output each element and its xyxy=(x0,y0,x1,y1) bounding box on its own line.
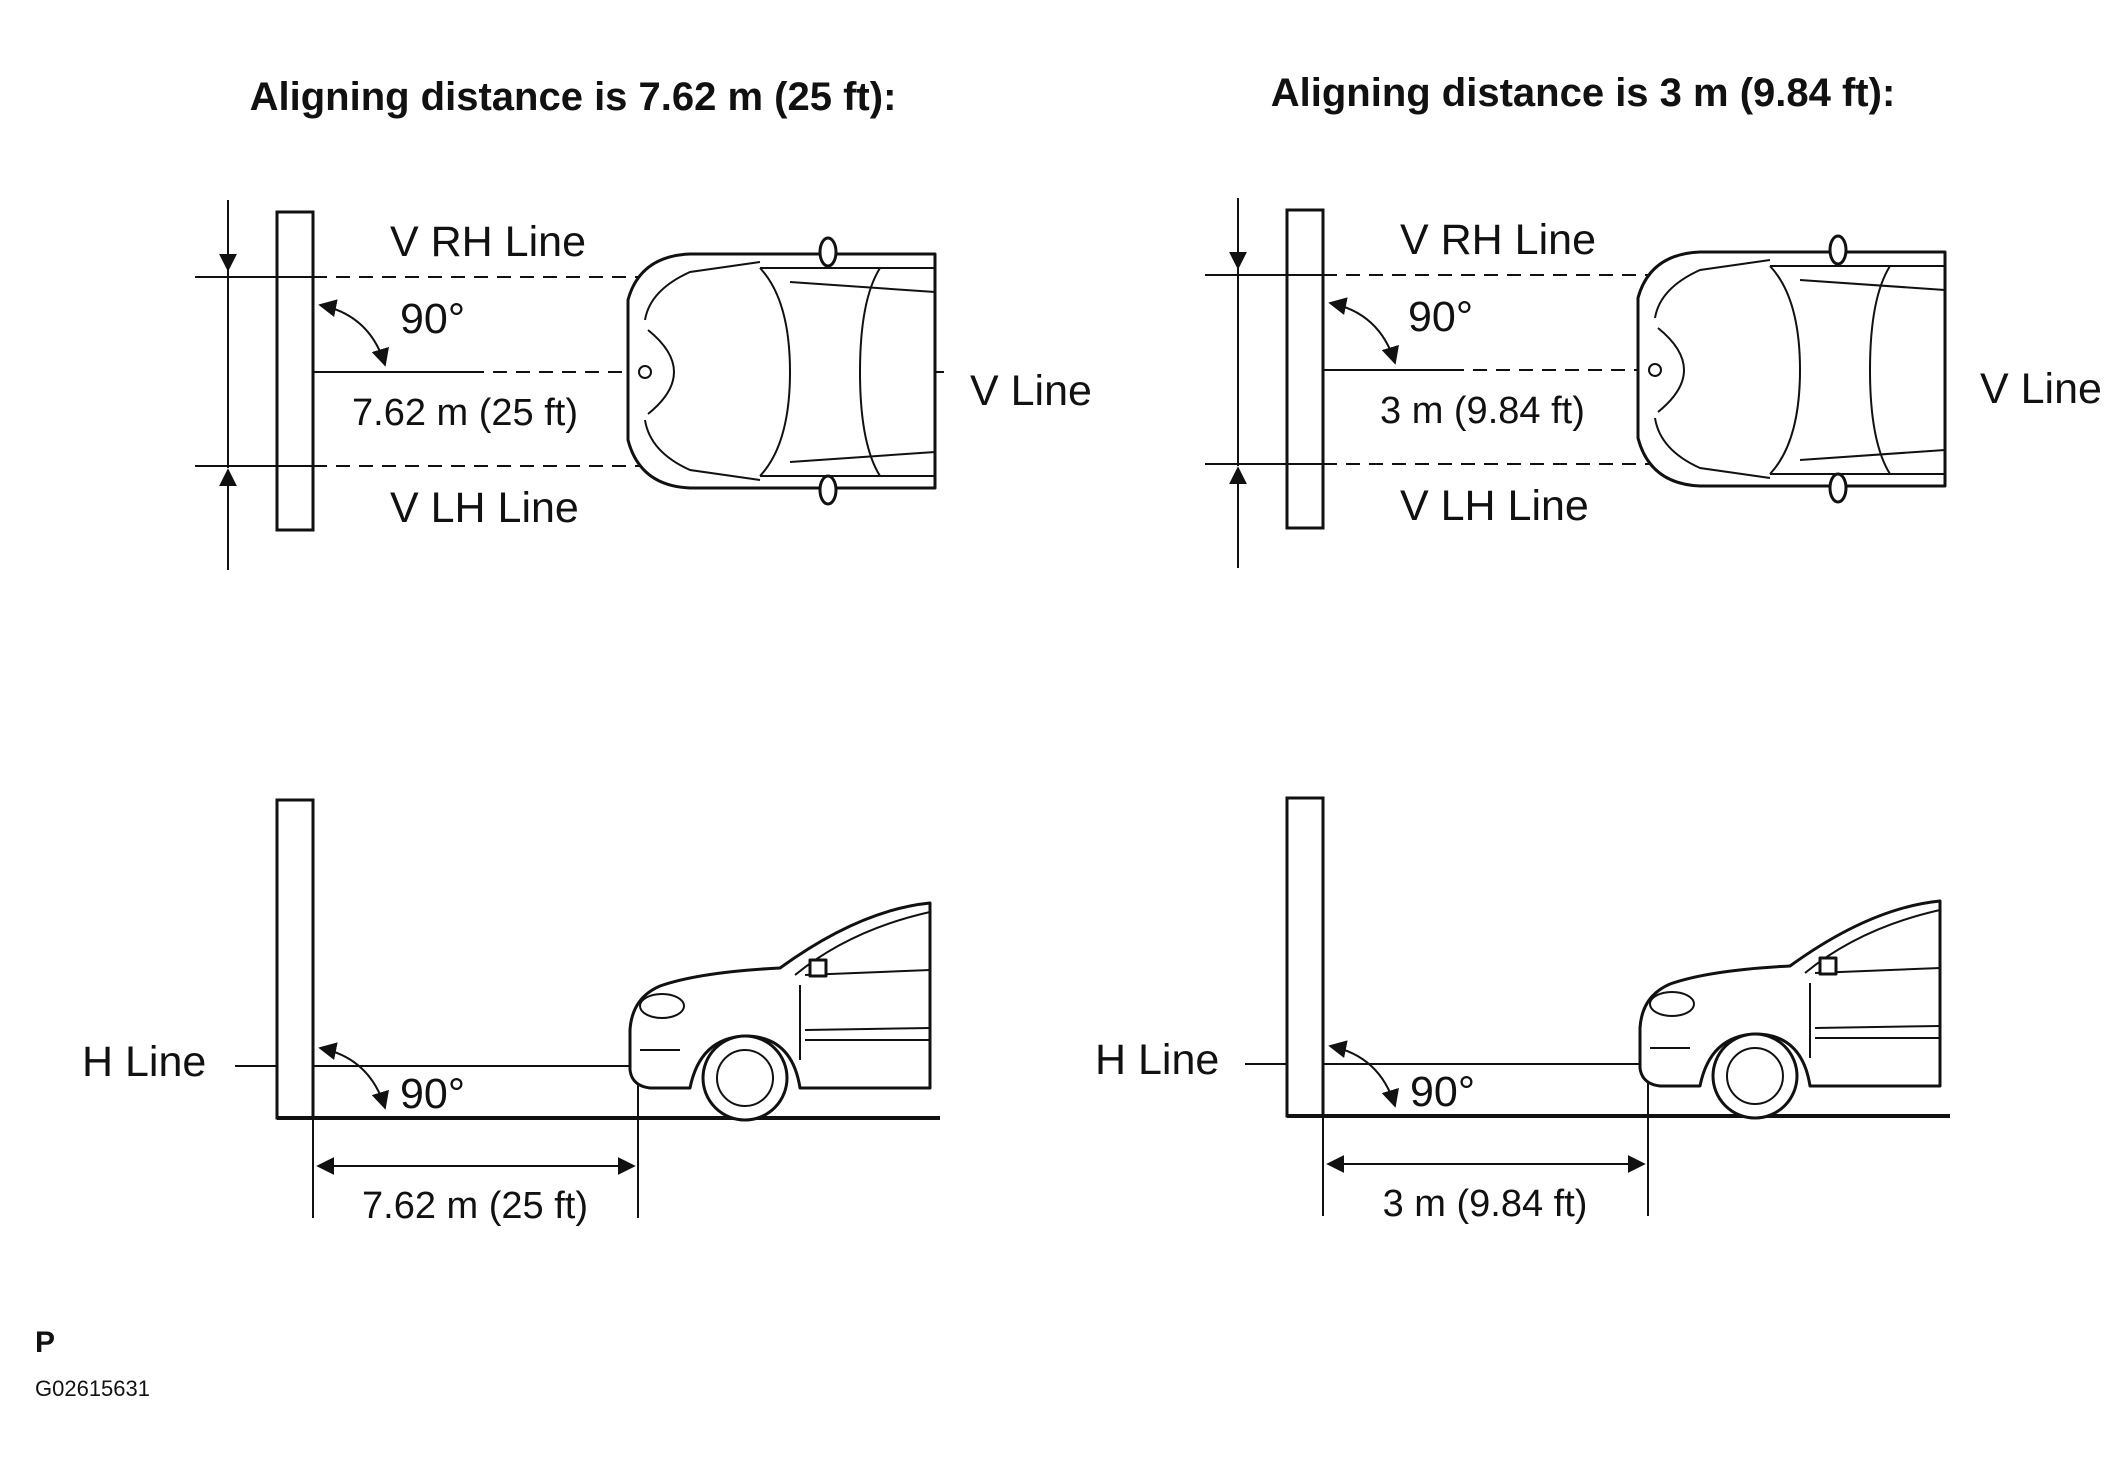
screen-wall-side-right xyxy=(1285,796,1325,1118)
angle-top-label-right: 90° xyxy=(1408,293,1473,341)
screen-wall-top-left xyxy=(275,210,315,532)
distance-bottom-label-right: 3 m (9.84 ft) xyxy=(1383,1183,1588,1225)
panel-right-title: Aligning distance is 3 m (9.84 ft): xyxy=(1271,71,1896,115)
angle-arrow-top-left xyxy=(318,299,389,367)
angle-arrow-top-right xyxy=(1328,297,1399,365)
angle-bottom-label-right: 90° xyxy=(1410,1068,1475,1116)
angle-arrow-bottom-right xyxy=(1328,1040,1399,1108)
angle-arrow-bottom-left xyxy=(318,1042,389,1110)
distance-top-label-left: 7.62 m (25 ft) xyxy=(352,392,578,434)
v-lh-line-label-right: V LH Line xyxy=(1400,482,1589,530)
panel-left: Aligning distance is 7.62 m (25 ft): xyxy=(82,75,1092,1227)
h-line-label-right: H Line xyxy=(1095,1036,1219,1084)
v-lh-line-label-left: V LH Line xyxy=(390,484,579,532)
panel-right: Aligning distance is 3 m (9.84 ft): xyxy=(1095,71,2102,1225)
v-rh-line-label-left: V RH Line xyxy=(390,218,586,266)
top-view-right: V RH Line 90° 3 m (9.84 ft) V LH Line V … xyxy=(1205,198,2102,568)
distance-top-label-right: 3 m (9.84 ft) xyxy=(1380,390,1585,432)
figure-code: G02615631 xyxy=(35,1376,150,1401)
angle-top-label-left: 90° xyxy=(400,295,465,343)
h-line-label-left: H Line xyxy=(82,1038,206,1086)
screen-wall-top-right xyxy=(1285,208,1325,530)
side-view-left: H Line 90° 7.62 m (25 ft) xyxy=(82,798,940,1227)
screen-wall-side-left xyxy=(275,798,315,1120)
v-rh-line-label-right: V RH Line xyxy=(1400,216,1596,264)
side-view-right: H Line 90° 3 m (9.84 ft) xyxy=(1095,796,1950,1225)
angle-bottom-label-left: 90° xyxy=(400,1070,465,1118)
v-line-label-right: V Line xyxy=(1980,365,2102,413)
footer-letter: P xyxy=(35,1326,55,1359)
v-line-label-left: V Line xyxy=(970,367,1092,415)
car-side-view-left xyxy=(628,901,932,1122)
car-side-view-right xyxy=(1638,899,1942,1120)
car-top-view-right xyxy=(1636,234,1947,504)
distance-bottom-label-left: 7.62 m (25 ft) xyxy=(362,1185,588,1227)
panel-left-title: Aligning distance is 7.62 m (25 ft): xyxy=(250,75,897,119)
car-top-view-left xyxy=(626,236,937,506)
top-view-left: V RH Line 90° 7.62 m (25 ft) V LH Line V… xyxy=(195,200,1092,570)
